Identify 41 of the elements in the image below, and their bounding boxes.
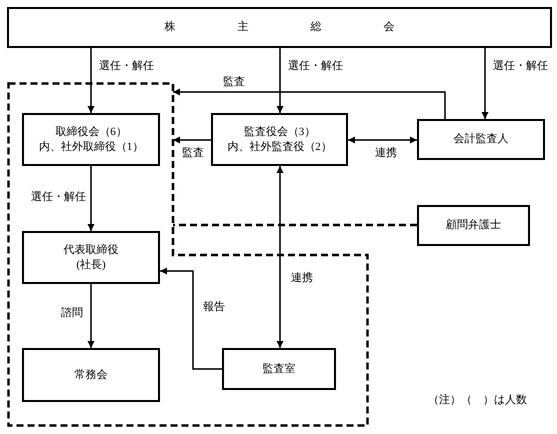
org-box	[22, 231, 160, 284]
arrow	[173, 88, 446, 119]
org-box	[211, 113, 348, 166]
edge-label: 選任・解任	[30, 190, 87, 204]
edge-label: 報告	[202, 300, 226, 314]
edge-label: 連携	[374, 146, 398, 160]
arrow	[88, 166, 94, 231]
dashed-connector	[173, 224, 417, 226]
arrow	[88, 284, 94, 348]
edge-label: 諮問	[60, 306, 84, 320]
box-text: 内、社外監査役（2）	[227, 140, 332, 154]
box-text: 会計監査人	[454, 132, 508, 147]
box-text: 常務会	[74, 368, 108, 382]
org-box	[417, 119, 545, 160]
org-box	[22, 113, 160, 166]
edge-label: 選任・解任	[492, 59, 549, 73]
box-text: 顧問弁護士	[446, 218, 501, 233]
arrow	[276, 48, 284, 113]
box-text: 監査役会（3）	[244, 124, 316, 140]
note-text: （注）（ ）は人数	[428, 392, 527, 408]
box-text: 内、社外取締役（1）	[38, 140, 144, 154]
org-box	[22, 348, 160, 402]
box-text: 取締役会（6）	[55, 124, 127, 140]
edge-label: 選任・解任	[287, 59, 344, 73]
arrow	[88, 48, 94, 113]
arrow	[348, 136, 417, 144]
box-text: (社長)	[76, 258, 106, 272]
box-text: 代表取締役	[64, 242, 118, 258]
arrow	[173, 136, 211, 144]
box-text: 株主総会	[164, 20, 456, 35]
box-text: 監査室	[262, 362, 296, 376]
edge-label: 監査	[181, 146, 205, 160]
org-box	[7, 7, 552, 48]
org-box	[222, 348, 336, 390]
org-box	[417, 205, 530, 246]
edge-label: 連携	[290, 271, 314, 285]
edge-label: 監査	[222, 75, 246, 89]
arrow	[482, 48, 488, 119]
edge-label: 選任・解任	[98, 59, 155, 73]
arrow	[160, 268, 222, 370]
arrow	[276, 166, 284, 348]
